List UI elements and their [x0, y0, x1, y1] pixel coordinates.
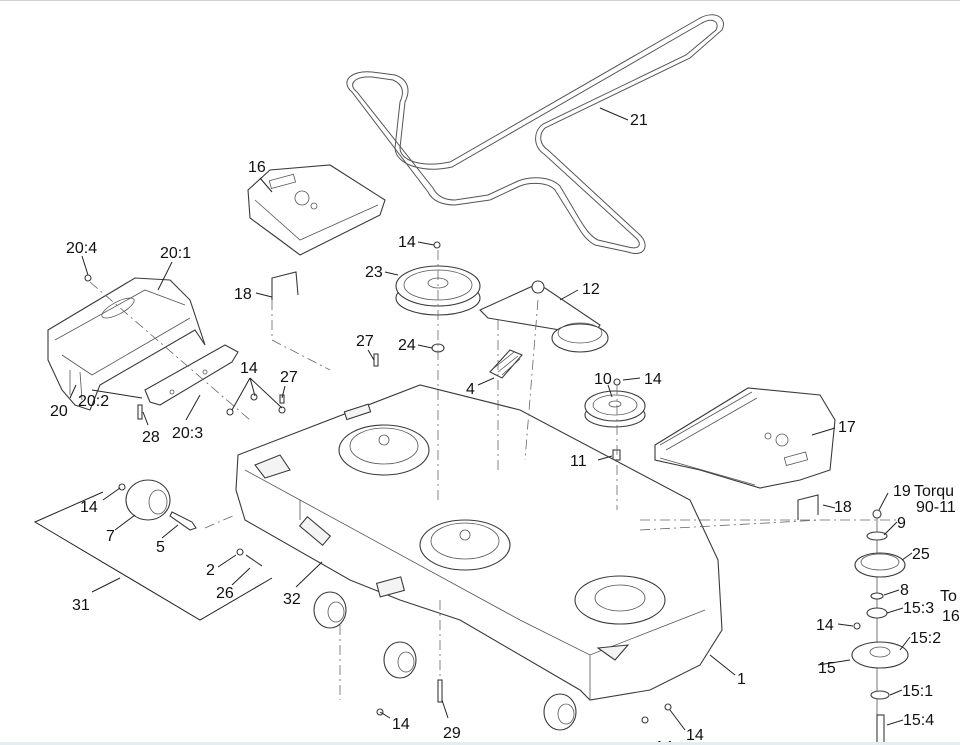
bolt-5: [169, 511, 197, 531]
callout-10: 10: [594, 371, 612, 388]
callout-7: 7: [106, 528, 115, 545]
bracket-20-2: [144, 344, 239, 406]
callout-29: 29: [443, 725, 461, 742]
callout-14-bottom-left: 14: [392, 716, 410, 733]
nut-14-pair-a: [226, 408, 234, 416]
cover-20: [47, 277, 206, 411]
callout-14-wheel: 14: [80, 499, 98, 516]
callout-24: 24: [398, 337, 416, 354]
wheel-7: [125, 479, 171, 521]
nut-14-idler: [613, 378, 621, 386]
housing-15: [851, 641, 909, 669]
callout-16: 16: [248, 159, 266, 176]
callout-27-mid: 27: [280, 369, 298, 386]
deck-1: [235, 384, 723, 731]
callout-31: 31: [72, 597, 90, 614]
bolt-26: [245, 554, 263, 567]
callout-15-4: 15:4: [903, 712, 934, 729]
callout-1: 1: [737, 671, 746, 688]
nut-19: [872, 509, 882, 519]
bolt-29: [437, 679, 443, 703]
bracket-31: [33, 491, 273, 621]
torque-note-2-line1: To: [940, 588, 957, 605]
pin-28: [137, 404, 143, 420]
washer-2: [236, 548, 244, 556]
torque-note-1-line1: Torqu: [914, 483, 954, 500]
callout-11: 11: [570, 453, 587, 470]
washer-9: [866, 531, 888, 541]
callout-23: 23: [365, 264, 383, 281]
assembly-centerlines: [89, 250, 900, 700]
torque-note-2-line2: 16: [942, 608, 960, 625]
callout-20-2: 20:2: [78, 393, 109, 410]
callout-19: 19: [893, 483, 911, 500]
callout-14-spindle: 14: [816, 617, 834, 634]
idler-arm-12: [479, 280, 609, 353]
callout-17: 17: [838, 419, 856, 436]
nut-8: [870, 592, 884, 600]
cover-16: [247, 164, 386, 256]
callout-9: 9: [897, 515, 906, 532]
callout-20-1: 20:1: [160, 245, 191, 262]
nut-14-b2: [664, 703, 672, 711]
spacer-11: [612, 449, 621, 461]
bottom-edge-bar: [0, 742, 960, 745]
pulley-25: [854, 552, 906, 578]
bearing-15-3: [866, 607, 888, 619]
nut-14-top: [433, 241, 441, 249]
callout-14-top: 14: [398, 234, 416, 251]
callout-27-top: 27: [356, 333, 374, 350]
callout-20: 20: [50, 403, 68, 420]
callout-2: 2: [206, 562, 215, 579]
shaft-15-4: [876, 714, 885, 745]
rod-18-right: [797, 494, 819, 520]
nut-14-wheel: [118, 483, 126, 491]
callout-20-4: 20:4: [66, 240, 97, 257]
callout-20-3: 20:3: [172, 425, 203, 442]
screw-20-4: [84, 274, 92, 282]
leader-lines: [69, 107, 913, 731]
callout-25: 25: [912, 546, 930, 563]
callout-14-pair: 14: [240, 360, 258, 377]
callout-32: 32: [283, 591, 301, 608]
pulley-10: [584, 390, 646, 428]
callout-12: 12: [582, 281, 600, 298]
spindle-assembly: [851, 509, 909, 745]
callout-5: 5: [156, 539, 165, 556]
bearing-15-1: [870, 690, 890, 700]
callout-15-3: 15:3: [903, 600, 934, 617]
callout-28: 28: [142, 429, 160, 446]
callout-15: 15: [818, 660, 836, 677]
bolt-27-a: [373, 353, 379, 367]
nut-14-spindle: [853, 622, 861, 630]
callout-14-idler: 14: [644, 371, 662, 388]
nut-14-pair-b: [250, 393, 258, 401]
callout-21: 21: [630, 112, 648, 129]
callout-26: 26: [216, 585, 234, 602]
torque-note-1-line2: 90-11: [916, 499, 956, 516]
callout-8: 8: [900, 582, 909, 599]
callout-18-left: 18: [234, 286, 252, 303]
nut-14-b3: [641, 716, 649, 724]
callout-15-2: 15:2: [910, 630, 941, 647]
callout-14-bottom-right: 14: [686, 727, 704, 744]
callout-4: 4: [466, 381, 475, 398]
belt-21: [346, 14, 724, 254]
nut-14-pair-c: [278, 406, 286, 414]
bolt-27-b: [279, 394, 285, 404]
spring-4: [489, 349, 523, 379]
rod-18-left: [271, 271, 299, 300]
callout-18-right: 18: [834, 499, 852, 516]
callout-labels: 21 16 20:4 20:1 18 14 23 12 27 24 4 14 2…: [50, 112, 960, 745]
callout-15-1: 15:1: [902, 683, 933, 700]
cover-17: [654, 387, 836, 489]
